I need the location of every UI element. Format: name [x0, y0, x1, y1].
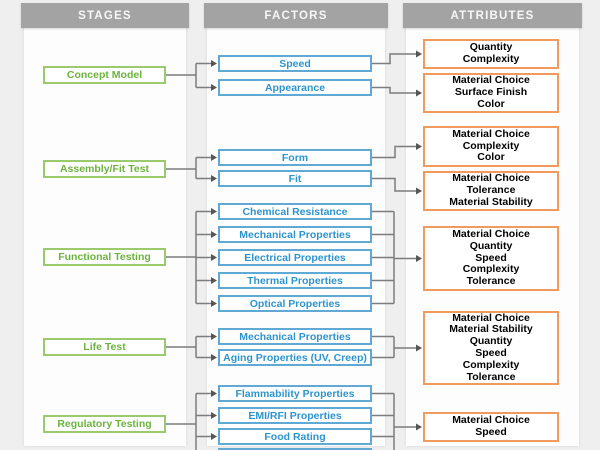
- factor-box: Flammability Properties: [218, 385, 372, 402]
- stage-box: Assembly/Fit Test: [43, 160, 166, 178]
- attribute-line: Tolerance: [466, 370, 516, 383]
- attribute-line: Quantity: [469, 335, 513, 348]
- attribute-line: Material Choice: [452, 127, 530, 140]
- attribute-line: Complexity: [462, 139, 520, 152]
- column-header-factors: FACTORS: [204, 3, 388, 28]
- factor-box: Fit: [218, 170, 372, 187]
- attribute-line: Material Choice: [452, 414, 530, 427]
- attribute-line: Material Choice: [452, 228, 530, 240]
- factor-box: Electrical Properties: [218, 249, 372, 266]
- attribute-line: Tolerance: [466, 275, 516, 288]
- factor-box-truncated: [218, 448, 372, 450]
- factor-box: Mechanical Properties: [218, 328, 372, 345]
- factor-box: Aging Properties (UV, Creep): [218, 349, 372, 366]
- attribute-line: Speed: [475, 426, 507, 438]
- attribute-line: Tolerance: [466, 184, 516, 197]
- stage-box: Regulatory Testing: [43, 415, 166, 433]
- attribute-line: Material Choice: [452, 172, 530, 185]
- factor-box: EMI/RFI Properties: [218, 407, 372, 424]
- factor-box: Appearance: [218, 79, 372, 96]
- attribute-line: Quantity: [469, 41, 513, 54]
- attribute-line: Material Choice: [452, 74, 530, 87]
- factor-box: Mechanical Properties: [218, 226, 372, 243]
- factor-box: Optical Properties: [218, 295, 372, 312]
- attribute-line: Surface Finish: [454, 86, 528, 99]
- column-header-attributes: ATTRIBUTES: [403, 3, 582, 28]
- column-stages: [24, 28, 186, 446]
- factor-box: Thermal Properties: [218, 272, 372, 289]
- factor-box: Food Rating: [218, 428, 372, 445]
- factor-box: Form: [218, 149, 372, 166]
- attribute-line: Material Stability: [449, 323, 533, 336]
- attribute-line: Color: [477, 151, 505, 164]
- attribute-line: Quantity: [469, 239, 513, 252]
- factor-box: Speed: [218, 55, 372, 72]
- column-header-stages: STAGES: [21, 3, 189, 28]
- attribute-line: Complexity: [462, 358, 520, 371]
- stage-box: Functional Testing: [43, 248, 166, 266]
- factor-box: Chemical Resistance: [218, 203, 372, 220]
- stage-box: Concept Model: [43, 66, 166, 84]
- stage-box: Life Test: [43, 338, 166, 356]
- attribute-line: Complexity: [462, 53, 520, 65]
- attribute-line: Color: [477, 97, 505, 110]
- attribute-line: Speed: [475, 347, 507, 359]
- attribute-line: Speed: [475, 251, 507, 264]
- attribute-line: Material Choice: [452, 311, 530, 324]
- attribute-line: Material Stability: [449, 195, 533, 208]
- attribute-line: Complexity: [462, 263, 520, 276]
